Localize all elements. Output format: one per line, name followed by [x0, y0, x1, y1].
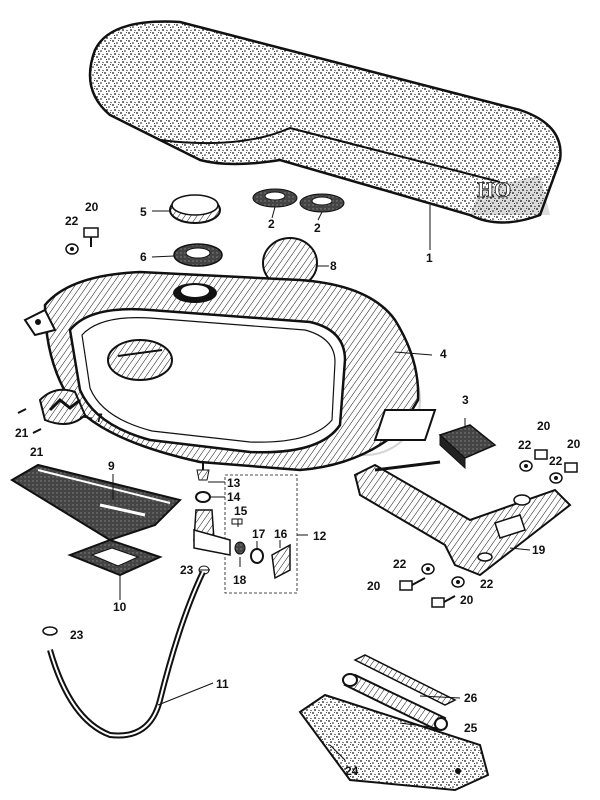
label-22c: 22 — [549, 454, 563, 468]
label-19: 19 — [532, 543, 546, 557]
cap-gasket — [173, 243, 223, 267]
label-24: 24 — [345, 764, 359, 778]
label-22a: 22 — [65, 214, 79, 228]
label-25: 25 — [464, 721, 478, 735]
label-23a: 23 — [180, 563, 194, 577]
label-18: 18 — [233, 573, 247, 587]
label-20d: 20 — [367, 579, 381, 593]
screws-21 — [17, 408, 42, 434]
seat-pads — [252, 188, 345, 213]
label-15: 15 — [234, 504, 248, 518]
label-6: 6 — [140, 250, 147, 264]
label-16: 16 — [274, 527, 288, 541]
hose-clip — [42, 626, 58, 636]
tool-26 — [353, 654, 457, 706]
leader-lines — [79, 205, 531, 761]
label-8: 8 — [330, 259, 337, 273]
label-26: 26 — [464, 691, 478, 705]
label-22d: 22 — [393, 557, 407, 571]
label-10: 10 — [113, 600, 127, 614]
filler-cap — [169, 194, 221, 224]
label-20e: 20 — [460, 593, 474, 607]
label-13: 13 — [227, 476, 241, 490]
label-20b: 20 — [537, 419, 551, 433]
label-21a: 21 — [15, 426, 29, 440]
bolts-washers-right — [399, 449, 578, 608]
label-2a: 2 — [268, 217, 275, 231]
rubber-block — [438, 424, 497, 470]
label-17: 17 — [252, 527, 266, 541]
fuel-tank — [23, 270, 437, 472]
label-23b: 23 — [70, 628, 84, 642]
tool-tray — [10, 463, 182, 542]
label-9: 9 — [108, 459, 115, 473]
label-2b: 2 — [314, 221, 321, 235]
label-20c: 20 — [567, 437, 581, 451]
part-labels: 1 2 2 3 4 5 6 7 8 9 10 11 12 13 14 15 16… — [15, 200, 581, 778]
mounting-bracket — [353, 460, 572, 577]
box-spanner — [342, 673, 448, 732]
label-22e: 22 — [480, 577, 494, 591]
label-22b: 22 — [518, 438, 532, 452]
seat-brand-text: HO — [477, 177, 511, 202]
tray-gasket — [67, 538, 163, 577]
label-12: 12 — [313, 529, 327, 543]
label-7: 7 — [96, 411, 103, 425]
label-4: 4 — [440, 347, 447, 361]
seat: HO — [88, 20, 562, 224]
label-20a: 20 — [85, 200, 99, 214]
label-11: 11 — [216, 677, 229, 691]
petcock-assembly — [193, 462, 298, 594]
tool-bag — [298, 693, 490, 792]
label-5: 5 — [140, 205, 147, 219]
label-3: 3 — [462, 393, 469, 407]
label-1: 1 — [426, 251, 433, 265]
bolt-washer-top-left — [65, 227, 99, 255]
label-21b: 21 — [30, 445, 44, 459]
label-14: 14 — [227, 490, 241, 504]
knee-grip-emblem — [38, 388, 87, 425]
fuel-hose — [47, 570, 206, 739]
